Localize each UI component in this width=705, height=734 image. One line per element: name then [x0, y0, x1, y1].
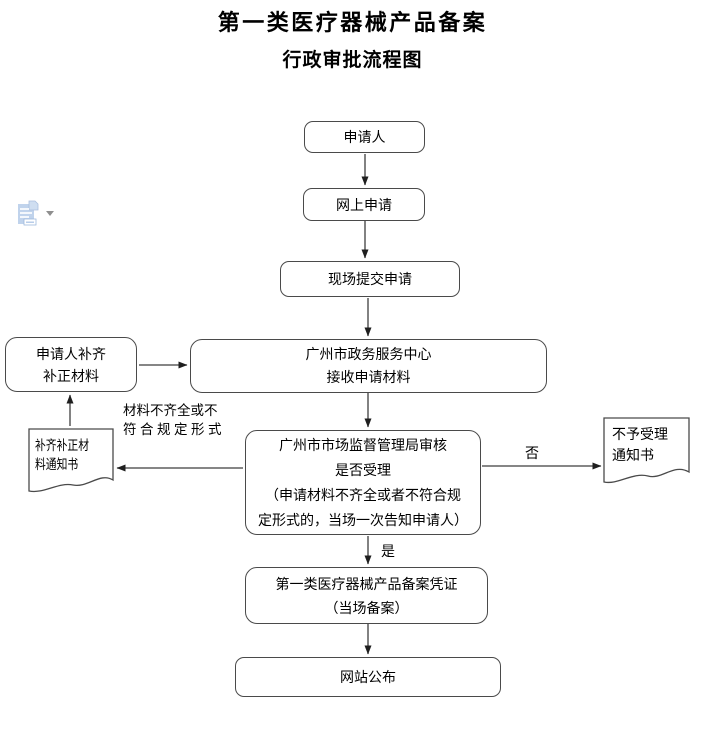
node-website-publish-text: 网站公布 — [340, 669, 396, 685]
edge-label-incomplete-materials: 材料不齐全或不 符合规定形式 — [123, 401, 225, 439]
node-rejection-notice-document: 不予受理 通知书 — [603, 417, 690, 490]
node-service-center-line2: 接收申请材料 — [326, 369, 411, 385]
node-service-center: 广州市政务服务中心 接收申请材料 — [190, 339, 547, 393]
node-certificate-line2: （当场备案） — [324, 599, 409, 616]
node-onsite-submission-text: 现场提交申请 — [328, 271, 412, 287]
node-supplement-notice-line2: 料通知书 — [35, 457, 79, 472]
node-applicant-text: 申请人 — [343, 129, 386, 145]
node-filing-certificate: 第一类医疗器械产品备案凭证 （当场备案） — [245, 567, 488, 624]
node-supplement-line2: 补正材料 — [43, 367, 99, 384]
node-review-line4: 定形式的，当场一次告知申请人） — [258, 511, 468, 528]
document-shape — [603, 417, 690, 484]
clipboard-paste-icon — [18, 200, 39, 226]
node-online-application: 网上申请 — [303, 188, 425, 221]
node-rejection-notice-line1: 不予受理 — [612, 426, 668, 442]
paste-options-button[interactable] — [16, 200, 58, 228]
node-review-line2: 是否受理 — [335, 461, 391, 478]
node-website-publish: 网站公布 — [235, 657, 501, 697]
node-online-application-text: 网上申请 — [336, 196, 392, 213]
document-shape — [28, 428, 114, 493]
edge-label-incomplete-line1: 材料不齐全或不 — [123, 403, 218, 418]
page-title: 第一类医疗器械产品备案 — [217, 10, 488, 35]
page-subtitle: 行政审批流程图 — [282, 50, 423, 71]
edge-label-no: 否 — [525, 445, 539, 461]
node-supplement-materials: 申请人补齐 补正材料 — [5, 337, 137, 392]
node-review-line3: （申请材料不齐全或者不符合规 — [265, 486, 461, 503]
edge-label-yes: 是 — [381, 543, 395, 559]
chevron-down-icon[interactable] — [46, 211, 54, 216]
node-review-line1: 广州市市场监督管理局审核 — [279, 436, 447, 453]
node-service-center-line1: 广州市政务服务中心 — [305, 346, 432, 362]
node-applicant: 申请人 — [304, 121, 425, 153]
node-certificate-line1: 第一类医疗器械产品备案凭证 — [275, 575, 458, 592]
edge-label-incomplete-line2: 符合规定形式 — [123, 422, 225, 437]
node-rejection-notice-line2: 通知书 — [612, 447, 654, 463]
node-supplement-line1: 申请人补齐 — [36, 345, 106, 362]
node-review-decision: 广州市市场监督管理局审核 是否受理 （申请材料不齐全或者不符合规 定形式的，当场… — [245, 430, 481, 535]
node-supplement-notice-line1: 补齐补正材 — [35, 438, 89, 453]
node-onsite-submission: 现场提交申请 — [280, 261, 460, 297]
node-supplement-notice-document: 补齐补正材 料通知书 — [28, 428, 114, 498]
